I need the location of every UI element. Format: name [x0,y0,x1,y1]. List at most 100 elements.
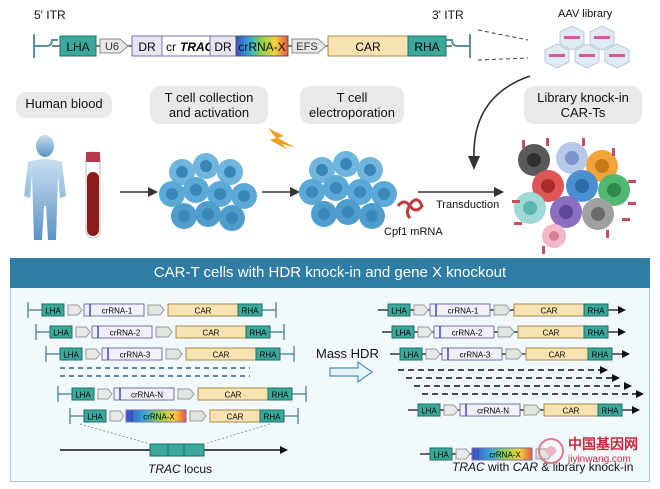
right-rha-text-1: RHA [588,307,606,316]
right-crrna-box-1 [429,303,491,317]
right-lha-2 [391,325,415,339]
left-lha-3 [59,347,83,361]
trac-locus-rest: locus [181,462,212,476]
left-efs-arrow-1 [147,304,165,316]
activation-bolt-icon [268,128,296,150]
watermark-url: jiyinwang.com [568,454,631,465]
right-car-text-2: CAR [543,329,560,338]
left-rha-3 [255,347,281,361]
right-crrna-text-2: crRNA-2 [452,329,483,338]
top-dr2-text: DR [214,40,232,54]
left-crrna-text-5: crRNA-X [143,413,175,422]
right-efs-arrow-1 [493,304,511,316]
top-trac-text: TRAC [180,40,214,54]
right-rha-text-2: RHA [588,329,606,338]
left-u6-arrow-5 [109,410,125,422]
aav-to-cells-arrow [473,75,531,159]
left-lha-2 [49,325,73,339]
right-construct-5: LHA crRNA-X [420,447,553,461]
top-efs-arrow [291,38,327,54]
mass-hdr-label: Mass HDR [316,346,379,361]
itr-right-hook [446,34,471,58]
right-rha-4 [597,403,623,417]
left-crrna-box-4 [113,387,175,401]
t-cell-cluster-2 [299,151,397,229]
step-library-line2: CAR-Ts [560,105,606,120]
watermark: 中国基因网 jiyinwang.com [536,432,648,472]
right-lha-text-5: LHA [433,451,449,460]
left-car-text-5: CAR [227,413,244,422]
top-efs-text: EFS [296,41,317,53]
right-rha-1 [583,303,609,317]
step-electroporation-line2: electroporation [309,105,395,120]
aav-library-label: AAV library [558,8,613,20]
car-t-library-cluster [512,138,636,254]
right-efs-arrow-3 [505,348,523,360]
left-efs-arrow-2 [155,326,173,338]
right-car-text-4: CAR [563,407,580,416]
right-lha-text-3: LHA [403,351,419,360]
blood-tube-icon [85,151,101,239]
step-t-cell-collection: T cell collection and activation [150,86,268,124]
right-u6-arrow-4 [443,404,459,416]
trac-after-italic: TRAC [452,460,485,474]
right-lha-5 [429,447,453,461]
left-car-text-1: CAR [195,307,212,316]
aav-library-icon [544,25,630,69]
transduction-label: Transduction [436,199,500,211]
trac-after-car: CAR [513,460,539,474]
right-efs-arrow-2 [497,326,515,338]
top-rha-box [407,35,447,57]
left-crrna-box-5 [125,409,187,423]
trac-locus-italic: TRAC [148,462,181,476]
top-cr-text: cr [166,40,176,54]
left-u6-arrow-4 [97,388,113,400]
right-crrna-box-4 [459,403,521,417]
right-dashed-arrows [398,369,636,395]
left-lha-text-5: LHA [87,413,103,422]
left-crrna-text-4: crRNA-N [131,391,163,400]
right-rha-3 [587,347,613,361]
right-crrna-text-3: crRNA-3 [460,351,491,360]
left-lha-4 [71,387,95,401]
left-dashed-lines [60,367,250,377]
right-lha-3 [399,347,423,361]
right-crrna-box-2 [433,325,495,339]
trac-locus-box [149,443,205,457]
top-construct: LHA U6 DR cr TRAC DR crRNA-X EFS CAR RHA [24,25,636,254]
left-crrna-box-1 [83,303,145,317]
left-efs-arrow-4 [177,388,195,400]
right-crrna-text-4: crRNA-N [477,407,509,416]
left-rha-text-4: RHA [272,391,290,400]
t-cell-cluster-1 [159,153,257,231]
left-u6-arrow-3 [85,348,101,360]
watermark-cn: 中国基因网 [568,436,638,452]
right-crrna-box-5 [471,447,533,461]
top-crrnax-text: crRNA-X [238,40,285,54]
right-crrna-text-5: crRNA-X [489,451,521,460]
right-lha-4 [417,403,441,417]
right-efs-arrow-4 [523,404,541,416]
itr-left-label: 5' ITR [34,8,66,22]
left-crrna-text-3: crRNA-3 [120,351,151,360]
left-lha-1 [41,303,65,317]
human-silhouette-icon [24,135,66,240]
step-t-cell-collection-line1: T cell collection [164,90,254,105]
step-library-line1: Library knock-in [537,90,629,105]
right-u6-arrow-1 [413,304,429,316]
cpf1-label: Cpf1 mRNA [384,226,443,238]
right-lha-1 [387,303,411,317]
right-lha-text-4: LHA [421,407,437,416]
panel-title: CAR-T cells with HDR knock-in and gene X… [10,258,650,288]
left-lha-text-1: LHA [45,307,61,316]
itr-right-label: 3' ITR [432,8,464,22]
right-u6-arrow-2 [417,326,433,338]
